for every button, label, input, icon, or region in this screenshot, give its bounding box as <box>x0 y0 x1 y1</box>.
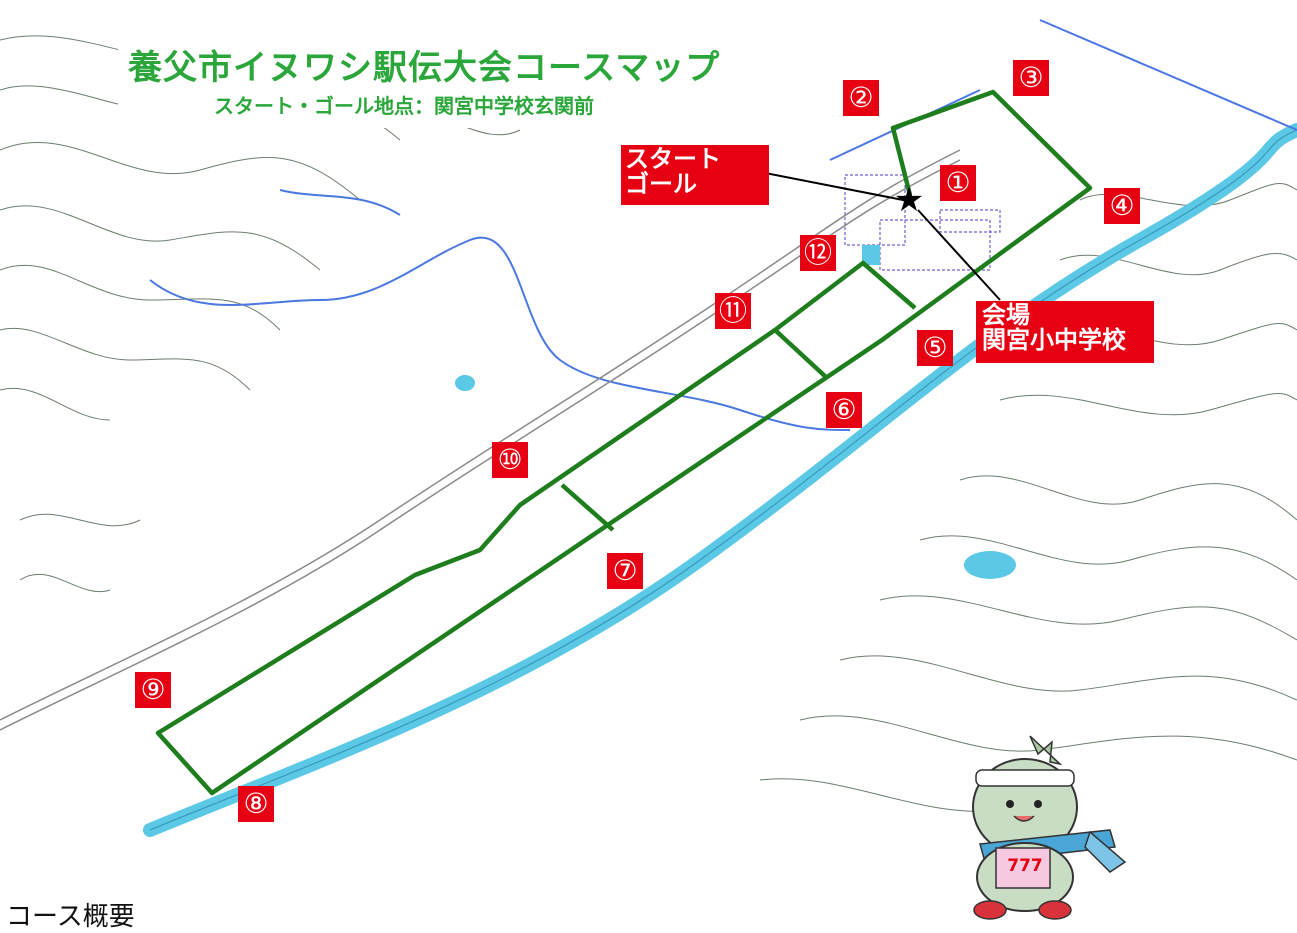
marker-11: ⑪ <box>715 293 751 329</box>
marker-8: ⑧ <box>238 786 274 822</box>
goal-label: ゴール <box>625 170 697 199</box>
pool <box>862 245 880 265</box>
title-box: 養父市イヌワシ駅伝大会コースマップ スタート・ゴール地点：関宮中学校玄関前 <box>118 36 780 128</box>
page-title: 養父市イヌワシ駅伝大会コースマップ <box>128 48 721 88</box>
venue-title: 会場 <box>982 301 1030 329</box>
course-route <box>155 89 1093 796</box>
roads <box>0 149 961 731</box>
star-icon: ★ <box>894 180 924 220</box>
marker-5: ⑤ <box>917 330 953 366</box>
mascot-icon <box>972 735 1127 920</box>
leader-lines <box>759 171 1001 301</box>
start-goal-label: スタート ゴール <box>621 145 769 205</box>
small-pond <box>455 375 475 391</box>
marker-12: ⑫ <box>800 235 836 271</box>
contour-lines <box>0 35 1297 812</box>
marker-9: ⑨ <box>135 672 171 708</box>
marker-4: ④ <box>1104 188 1140 224</box>
mascot-bib-number: 777 <box>1007 856 1043 876</box>
marker-6: ⑥ <box>826 392 862 428</box>
venue-name: 関宮小中学校 <box>982 326 1126 355</box>
marker-7: ⑦ <box>607 553 643 589</box>
venue-label: 会場 関宮小中学校 <box>976 301 1154 363</box>
marker-1: ① <box>940 165 976 201</box>
start-label: スタート <box>625 145 721 173</box>
marker-10: ⑩ <box>492 442 528 478</box>
course-overview-heading: コース概要 <box>6 902 135 932</box>
page-subtitle: スタート・ゴール地点：関宮中学校玄関前 <box>214 94 594 118</box>
marker-3: ③ <box>1013 60 1049 96</box>
pond <box>964 551 1016 579</box>
marker-2: ② <box>843 80 879 116</box>
